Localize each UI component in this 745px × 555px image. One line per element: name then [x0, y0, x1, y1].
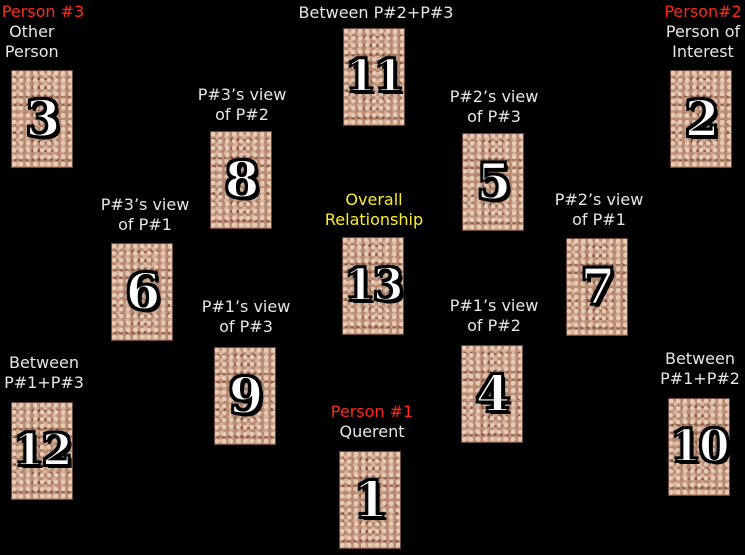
person-2-title: Person#2: [664, 2, 742, 21]
card-10-number: 10: [669, 421, 730, 472]
person-2-role: Person of Interest: [665, 22, 741, 61]
card-1-number: 1: [353, 470, 390, 529]
card-3-number: 3: [25, 89, 62, 148]
card-7[interactable]: 7: [566, 238, 628, 336]
p3-view-p1-text: P#3’s view of P#1: [100, 195, 190, 234]
p2-view-p1-text: P#2’s view of P#1: [554, 190, 644, 229]
card-9[interactable]: 9: [214, 347, 276, 445]
card-2-number: 2: [684, 89, 721, 148]
label-p2-view-p3: P#2’s view of P#3: [444, 87, 544, 127]
card-5[interactable]: 5: [462, 133, 524, 231]
label-person-2: Person#2 Person of Interest: [663, 2, 743, 62]
card-7-number: 7: [580, 257, 617, 316]
label-p3-view-p1: P#3’s view of P#1: [95, 195, 195, 235]
person-1-role: Querent: [339, 422, 405, 441]
label-person-1: Person #1 Querent: [331, 402, 413, 442]
card-6[interactable]: 6: [111, 243, 173, 341]
overall-text: Overall Relationship: [324, 190, 424, 229]
between-1-2-text: Between P#1+P#2: [660, 349, 740, 388]
p3-view-p2-text: P#3’s view of P#2: [197, 85, 287, 124]
label-p2-view-p1: P#2’s view of P#1: [549, 190, 649, 230]
label-person-3: Person #3 Other Person: [2, 2, 84, 62]
person-3-title: Person #3: [1, 2, 85, 21]
card-13-number: 13: [343, 260, 404, 311]
card-3[interactable]: 3: [11, 70, 73, 168]
card-5-number: 5: [476, 152, 513, 211]
p1-view-p2-text: P#1’s view of P#2: [449, 296, 539, 335]
p1-view-p3-text: P#1’s view of P#3: [201, 297, 291, 336]
card-12[interactable]: 12: [11, 402, 74, 500]
card-11-number: 11: [344, 51, 405, 102]
card-12-number: 12: [12, 425, 73, 476]
label-p1-view-p3: P#1’s view of P#3: [196, 297, 296, 337]
label-p1-view-p2: P#1’s view of P#2: [444, 296, 544, 336]
person-1-title: Person #1: [330, 402, 414, 421]
label-between-2-3: Between P#2+P#3: [298, 3, 454, 22]
card-2[interactable]: 2: [670, 70, 732, 168]
label-between-1-2: Between P#1+P#2: [660, 349, 740, 389]
card-4-number: 4: [475, 364, 512, 423]
card-10[interactable]: 10: [668, 398, 731, 496]
card-8-number: 8: [224, 150, 261, 209]
label-p3-view-p2: P#3’s view of P#2: [192, 85, 292, 125]
card-9-number: 9: [228, 366, 265, 425]
between-1-3-text: Between P#1+P#3: [4, 353, 84, 392]
card-11[interactable]: 11: [343, 28, 406, 126]
p2-view-p3-text: P#2’s view of P#3: [449, 87, 539, 126]
person-3-role: Other Person: [4, 22, 59, 61]
card-1[interactable]: 1: [339, 451, 401, 549]
card-13[interactable]: 13: [342, 237, 405, 335]
card-8[interactable]: 8: [210, 131, 272, 229]
card-4[interactable]: 4: [461, 345, 523, 443]
label-overall: Overall Relationship: [324, 190, 424, 230]
card-6-number: 6: [125, 262, 162, 321]
label-between-1-3: Between P#1+P#3: [4, 353, 84, 393]
